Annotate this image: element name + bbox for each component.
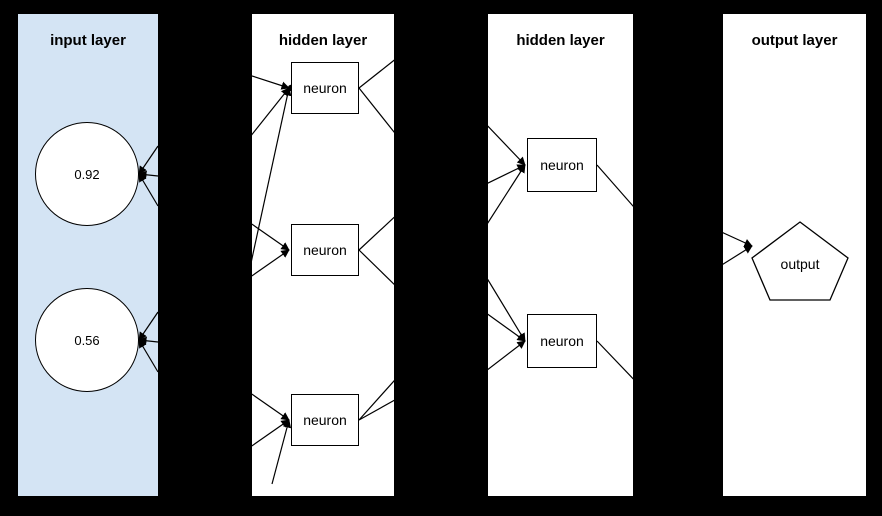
layer-panel-input-layer[interactable]: input layer 0.92 0.56	[18, 14, 158, 496]
edges-input-layer	[138, 145, 158, 373]
panel-title-output-layer: output layer	[751, 32, 838, 49]
layer-panel-hidden-layer-1[interactable]: hidden layer neuron neuron neuron	[252, 14, 394, 496]
panel-title-input-layer: input layer	[50, 32, 126, 49]
panel-title-hidden-layer-2: hidden layer	[516, 32, 605, 49]
node-label: neuron	[303, 412, 347, 428]
edges-hidden-layer-2	[488, 125, 633, 380]
layer-panel-hidden-layer-2[interactable]: hidden layer neuron neuron	[488, 14, 633, 496]
node-hidden2-node-2[interactable]: neuron	[527, 314, 597, 368]
layer-panel-output-layer[interactable]: output layer output	[723, 14, 866, 496]
node-output-node-1[interactable]: output	[750, 220, 850, 302]
node-label: output	[780, 256, 820, 272]
node-label: 0.92	[74, 166, 100, 182]
node-input-node-1[interactable]: 0.92	[35, 122, 139, 226]
node-hidden1-node-3[interactable]: neuron	[291, 394, 359, 446]
node-label: neuron	[303, 242, 347, 258]
node-label: neuron	[540, 157, 584, 173]
node-hidden2-node-1[interactable]: neuron	[527, 138, 597, 192]
pentagon-shape	[751, 221, 849, 301]
panel-title-hidden-layer-1: hidden layer	[278, 32, 368, 49]
node-hidden1-node-1[interactable]: neuron	[291, 62, 359, 114]
node-label: neuron	[540, 333, 584, 349]
node-label: 0.56	[74, 332, 100, 348]
node-label: neuron	[303, 80, 347, 96]
node-hidden1-node-2[interactable]: neuron	[291, 224, 359, 276]
node-input-node-2[interactable]: 0.56	[35, 288, 139, 392]
